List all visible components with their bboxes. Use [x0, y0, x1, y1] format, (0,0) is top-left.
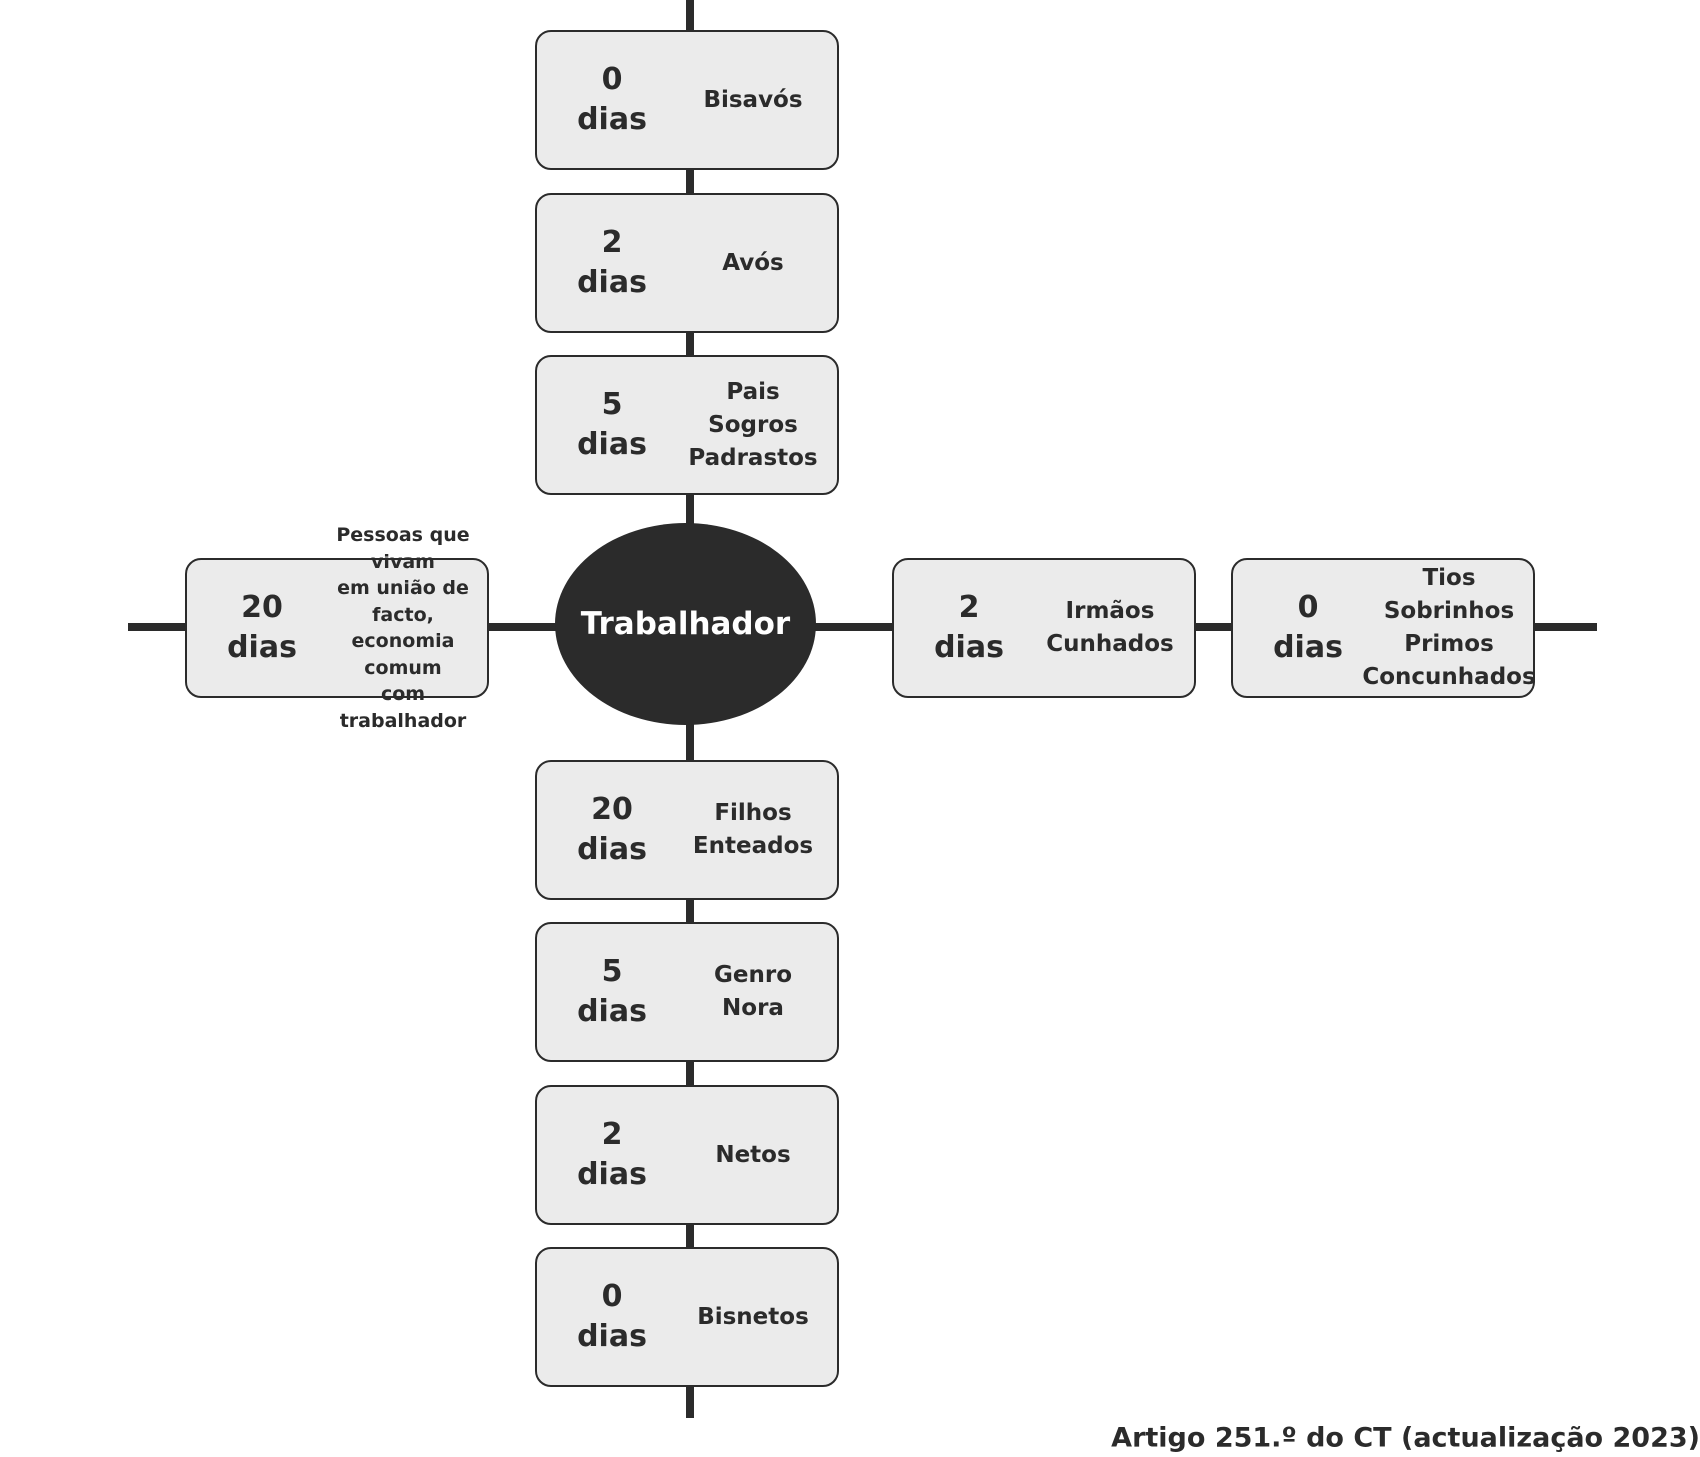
days-number: 20: [591, 792, 633, 827]
relatives-list: Avós: [669, 195, 837, 331]
days-number: 0: [1297, 590, 1319, 625]
days-unit: dias: [577, 265, 647, 300]
days-count: 2 dias: [537, 195, 687, 331]
relative-label: Netos: [715, 1141, 791, 1168]
center-label: Trabalhador: [580, 606, 791, 642]
relatives-list: Bisavós: [669, 32, 837, 168]
relative-label: Padrastos: [688, 444, 818, 471]
days-count: 2 dias: [894, 560, 1044, 696]
relatives-list: Bisnetos: [669, 1249, 837, 1385]
days-count: 5 dias: [537, 357, 687, 493]
node-bisnetos: 0 dias Bisnetos: [535, 1247, 839, 1387]
node-bisavos: 0 dias Bisavós: [535, 30, 839, 170]
relative-label: Irmãos: [1065, 598, 1155, 624]
days-unit: dias: [577, 994, 647, 1029]
days-number: 2: [601, 225, 623, 260]
days-count: 0 dias: [1233, 560, 1383, 696]
days-number: 2: [601, 1117, 623, 1152]
days-count: 5 dias: [537, 924, 687, 1060]
days-unit: dias: [577, 1157, 647, 1192]
relative-label: Pais: [726, 378, 780, 405]
days-number: 2: [958, 590, 980, 625]
days-unit: dias: [934, 630, 1004, 665]
node-netos: 2 dias Netos: [535, 1085, 839, 1225]
relatives-list: Netos: [669, 1087, 837, 1223]
node-avos: 2 dias Avós: [535, 193, 839, 333]
relative-label: com trabalhador: [339, 683, 467, 732]
days-number: 5: [601, 387, 623, 422]
relative-label: Genro: [714, 962, 792, 988]
relative-label: Concunhados: [1362, 664, 1536, 690]
days-count: 0 dias: [537, 32, 687, 168]
days-unit: dias: [1273, 630, 1343, 665]
days-unit: dias: [577, 832, 647, 867]
horizontal-connector-line: [128, 623, 1597, 631]
relative-label: Enteados: [692, 833, 814, 859]
relative-label: Avós: [722, 249, 784, 276]
relative-label: Pessoas que vivam: [336, 524, 470, 573]
relative-label: Primos: [1404, 631, 1494, 657]
days-count: 20 dias: [537, 762, 687, 898]
days-count: 20 dias: [187, 560, 337, 696]
days-unit: dias: [577, 102, 647, 137]
relative-label: Nora: [722, 995, 784, 1021]
relative-label: economia comum: [351, 630, 455, 679]
caption-legal-reference: Artigo 251.º do CT (actualização 2023): [1111, 1422, 1700, 1454]
relative-label: Bisnetos: [697, 1303, 809, 1330]
relative-label: Bisavós: [703, 86, 803, 113]
relative-label: Filhos: [714, 800, 792, 826]
days-unit: dias: [577, 1319, 647, 1354]
days-unit: dias: [227, 630, 297, 665]
days-number: 0: [601, 1279, 623, 1314]
center-node-trabalhador: Trabalhador: [555, 523, 816, 725]
days-number: 0: [601, 62, 623, 97]
relative-label: Sobrinhos: [1383, 598, 1515, 624]
relative-label: Tios: [1422, 565, 1476, 591]
days-count: 2 dias: [537, 1087, 687, 1223]
days-unit: dias: [577, 427, 647, 462]
days-number: 20: [241, 590, 283, 625]
days-count: 0 dias: [537, 1249, 687, 1385]
relative-label: em união de facto,: [337, 577, 469, 626]
days-number: 5: [601, 954, 623, 989]
relative-label: Cunhados: [1046, 631, 1174, 657]
relative-label: Sogros: [708, 411, 798, 438]
